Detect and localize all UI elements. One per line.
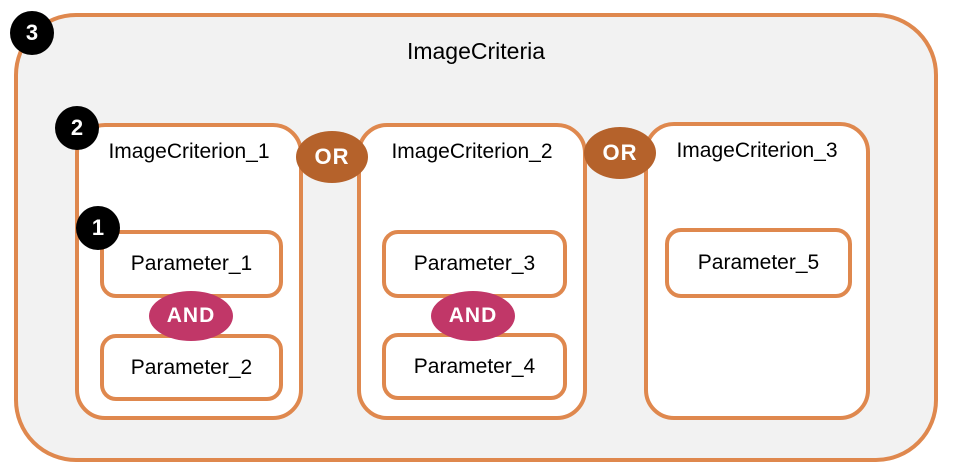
parameter-1-box: Parameter_1	[100, 230, 283, 298]
or-connector-1: OR	[296, 131, 368, 183]
and-connector-2: AND	[431, 291, 515, 341]
parameter-5-box: Parameter_5	[665, 228, 852, 298]
parameter-4-box: Parameter_4	[382, 333, 567, 400]
diagram-title: ImageCriteria	[406, 38, 546, 64]
parameter-2-box: Parameter_2	[100, 334, 283, 401]
image-criterion-1-label: ImageCriterion_1	[108, 140, 270, 163]
image-criterion-2-label: ImageCriterion_2	[391, 140, 553, 163]
callout-badge-1: 1	[76, 206, 120, 250]
callout-badge-2: 2	[55, 106, 99, 150]
or-connector-2: OR	[584, 127, 656, 179]
parameter-3-box: Parameter_3	[382, 230, 567, 298]
image-criterion-3-label: ImageCriterion_3	[676, 139, 838, 162]
callout-badge-3: 3	[10, 11, 54, 55]
and-connector-1: AND	[149, 291, 233, 341]
